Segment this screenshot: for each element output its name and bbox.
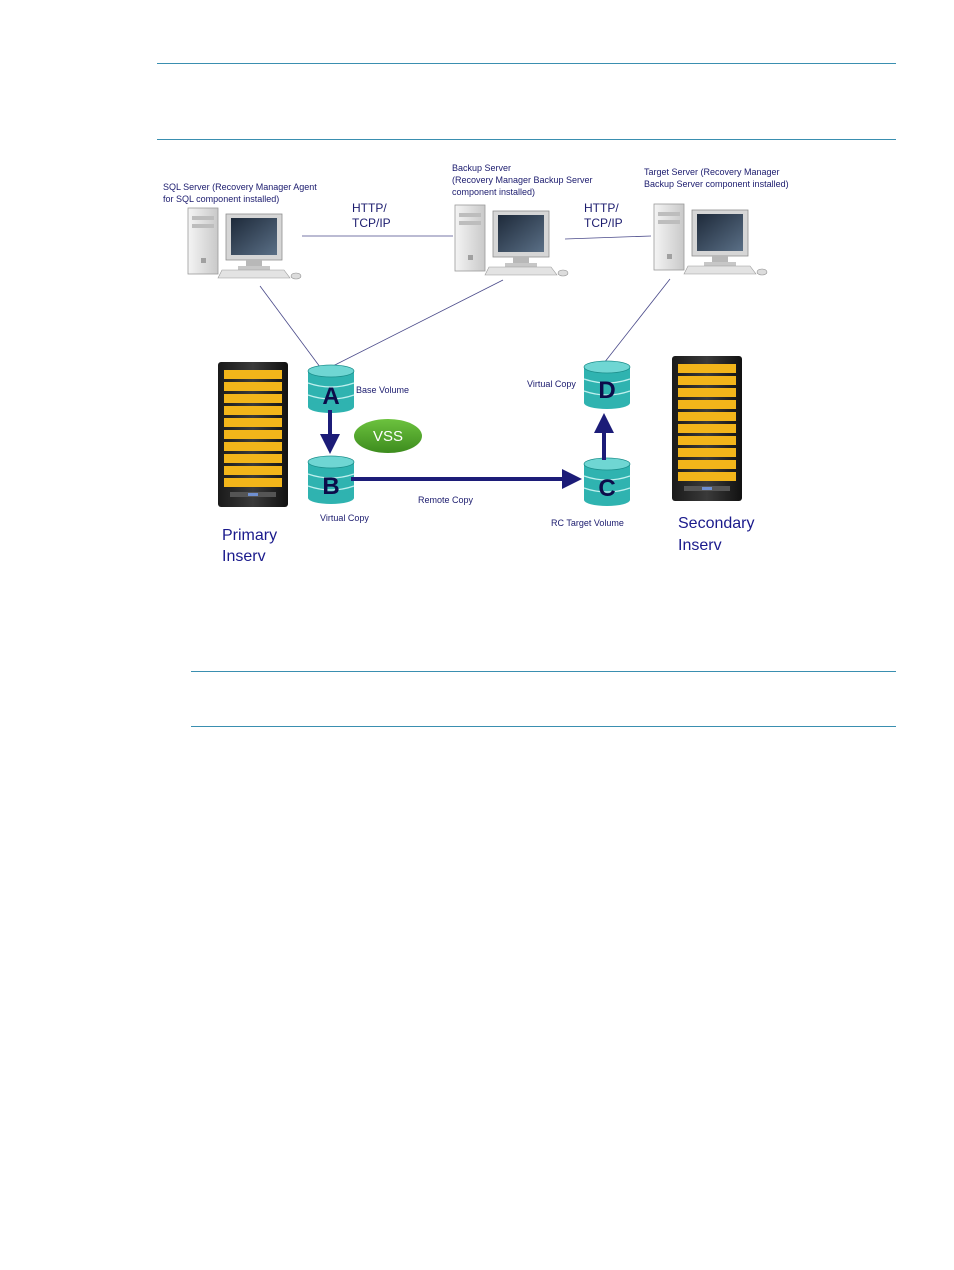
backup-server-label-line2: (Recovery Manager Backup Server bbox=[452, 175, 593, 185]
vss-label: VSS bbox=[373, 428, 403, 445]
protocol-right-line2: TCP/IP bbox=[584, 216, 623, 230]
target-server-label-line1: Target Server (Recovery Manager bbox=[644, 167, 780, 177]
volume-b-letter: B bbox=[322, 473, 339, 500]
volume-a-letter: A bbox=[322, 383, 339, 410]
protocol-left-line2: TCP/IP bbox=[352, 216, 391, 230]
volume-d-letter: D bbox=[598, 377, 615, 404]
target-server-computer-icon bbox=[653, 203, 768, 276]
sql-server-label-line1: SQL Server (Recovery Manager Agent bbox=[163, 182, 317, 192]
link-backup-target bbox=[564, 235, 652, 240]
backup-server-label-line1: Backup Server bbox=[452, 163, 511, 173]
secondary-inserv-label-line1: Secondary bbox=[678, 515, 755, 532]
secondary-inserv-label-line2: Inserv bbox=[678, 537, 722, 554]
volume-c-label: RC Target Volume bbox=[551, 518, 624, 528]
backup-server-label-line3: component installed) bbox=[452, 187, 535, 197]
sql-server-label-line2: for SQL component installed) bbox=[163, 194, 279, 204]
link-target-volume-d bbox=[603, 278, 671, 364]
sql-server-computer-icon bbox=[187, 207, 302, 280]
volume-d-label: Virtual Copy bbox=[527, 379, 576, 389]
link-backup-volume-a bbox=[322, 279, 504, 372]
secondary-inserv-cabinet-icon bbox=[672, 356, 742, 501]
protocol-right-line1: HTTP/ bbox=[584, 201, 619, 215]
primary-inserv-label-line1: Primary bbox=[222, 527, 277, 544]
recovery-manager-diagram: VSS A B C D SQL Server (Recovery Manager… bbox=[163, 163, 789, 565]
top-rule-2 bbox=[157, 139, 896, 140]
backup-server-computer-icon bbox=[454, 204, 569, 277]
remote-copy-label: Remote Copy bbox=[418, 495, 474, 505]
link-sql-volume-a bbox=[259, 285, 324, 372]
note-rule-2 bbox=[191, 726, 896, 727]
volume-c-letter: C bbox=[598, 475, 615, 502]
protocol-left-line1: HTTP/ bbox=[352, 201, 387, 215]
top-rule-1 bbox=[157, 63, 896, 64]
target-server-label-line2: Backup Server component installed) bbox=[644, 179, 789, 189]
volume-b-label: Virtual Copy bbox=[320, 513, 369, 523]
vss-ellipse bbox=[354, 419, 422, 453]
volume-a-label: Base Volume bbox=[356, 385, 409, 395]
primary-inserv-cabinet-icon bbox=[218, 362, 288, 507]
note-rule-1 bbox=[191, 671, 896, 672]
primary-inserv-label-line2: Inserv bbox=[222, 548, 266, 565]
